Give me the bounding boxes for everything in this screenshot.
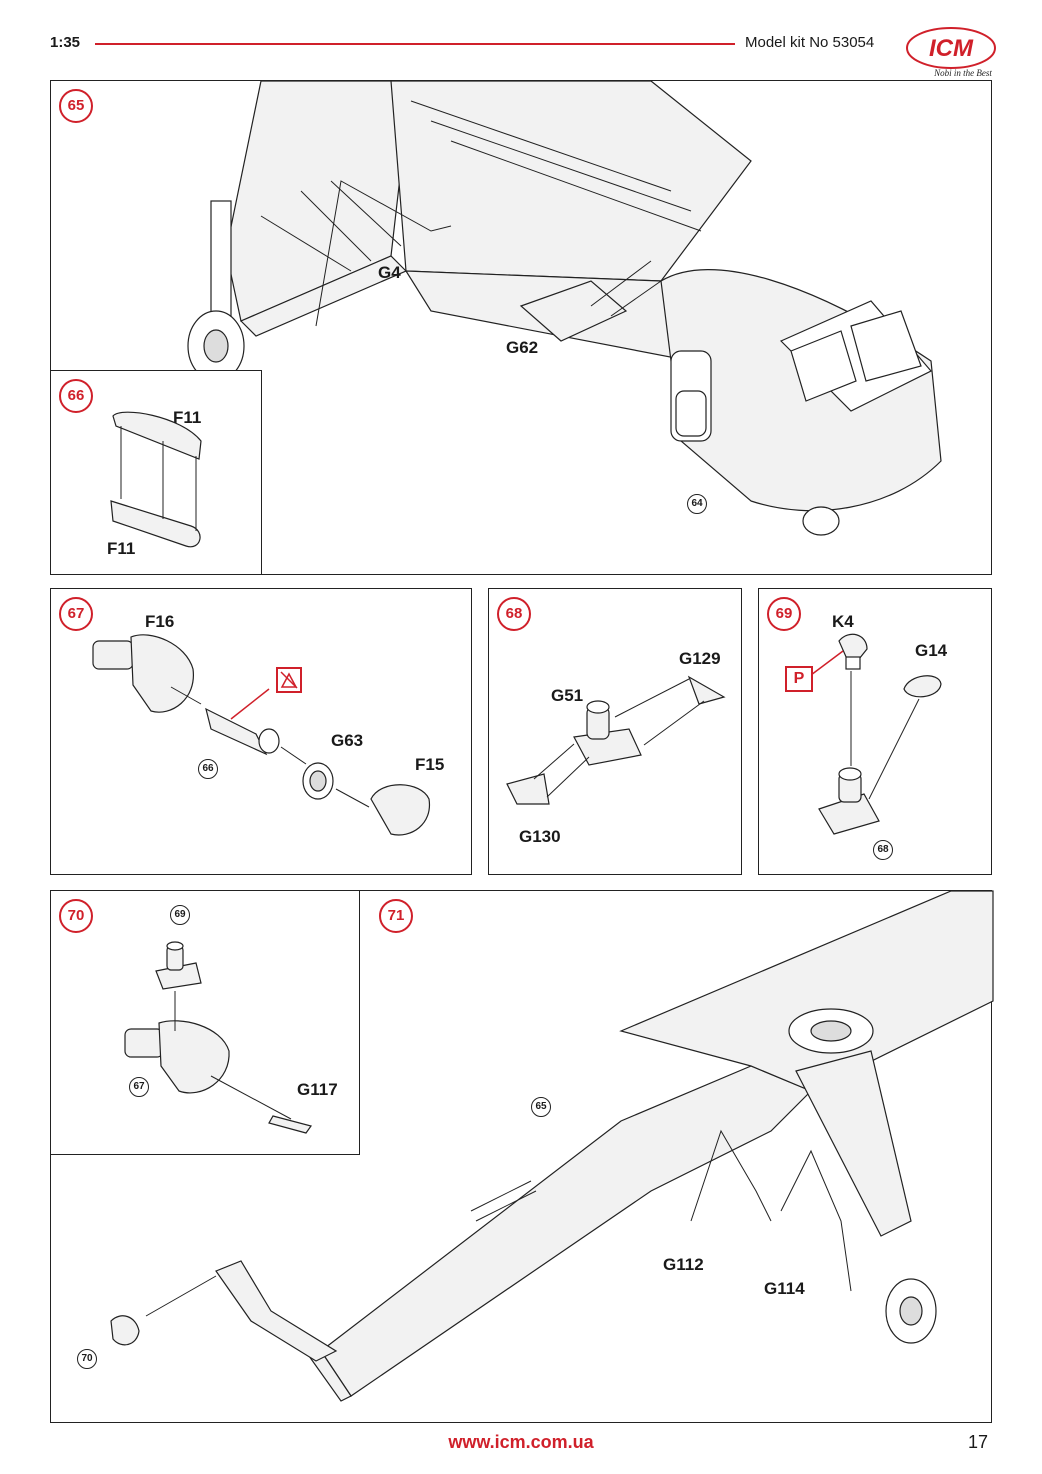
page-number: 17 [968, 1432, 989, 1452]
step-67-panel: 67 F16 G63 F15 66 [50, 588, 472, 875]
step-67-drawing [92, 634, 431, 836]
step-66-panel: 66 F11 F11 [50, 370, 262, 575]
step-ref-67: 67 [129, 1077, 149, 1097]
scale-label: 1:35 [50, 34, 81, 51]
step-67-badge: 67 [59, 597, 93, 631]
footer-url[interactable]: www.icm.com.ua [448, 1432, 594, 1452]
part-label-f16: F16 [145, 612, 175, 631]
step-66-drawing [110, 411, 202, 548]
part-label-f11-bottom: F11 [107, 539, 136, 558]
kit-number: Model kit No 53054 [745, 34, 875, 51]
part-label-k4: K4 [832, 612, 854, 631]
step-65-badge: 65 [59, 89, 93, 123]
step-71-drawing [110, 890, 994, 1402]
step-69-badge: 69 [767, 597, 801, 631]
step-ref-65: 65 [531, 1097, 551, 1117]
step-70-badge: 70 [59, 899, 93, 933]
glue-warning-icon [276, 667, 302, 693]
step-70-drawing [124, 941, 312, 1134]
svg-text:ICM: ICM [929, 35, 974, 62]
part-label-g129: G129 [679, 649, 721, 668]
part-label-g63: G63 [331, 731, 364, 750]
step-69-panel: 69 K4 G14 P 68 [758, 588, 992, 875]
step-ref-69: 69 [170, 905, 190, 925]
part-label-f11-top: F11 [173, 408, 202, 427]
step-69-drawing [810, 633, 942, 835]
step-68-drawing [506, 675, 726, 805]
step-65-drawing [187, 80, 942, 536]
step-71-badge: 71 [379, 899, 413, 933]
svg-text:Nobi in the Best: Nobi in the Best [933, 68, 992, 78]
step-ref-66: 66 [198, 759, 218, 779]
part-label-g114: G114 [764, 1279, 805, 1298]
paint-marker: P [785, 666, 813, 692]
header-rule [95, 43, 735, 45]
part-label-g62: G62 [506, 338, 539, 357]
step-66-badge: 66 [59, 379, 93, 413]
step-ref-64: 64 [687, 494, 707, 514]
step-70-panel: 70 69 67 G117 [50, 890, 360, 1155]
part-label-g51: G51 [551, 686, 584, 705]
part-label-f15: F15 [415, 755, 445, 774]
step-ref-70: 70 [77, 1349, 97, 1369]
part-label-g4: G4 [378, 263, 401, 282]
part-label-g130: G130 [519, 827, 561, 846]
part-label-g14: G14 [915, 641, 948, 660]
part-label-g117: G117 [297, 1080, 338, 1099]
part-label-g112: G112 [663, 1255, 704, 1274]
step-68-badge: 68 [497, 597, 531, 631]
step-68-panel: 68 G129 G51 G130 [488, 588, 742, 875]
icm-logo: ICM Nobi in the Best [905, 26, 997, 78]
step-ref-68: 68 [873, 840, 893, 860]
